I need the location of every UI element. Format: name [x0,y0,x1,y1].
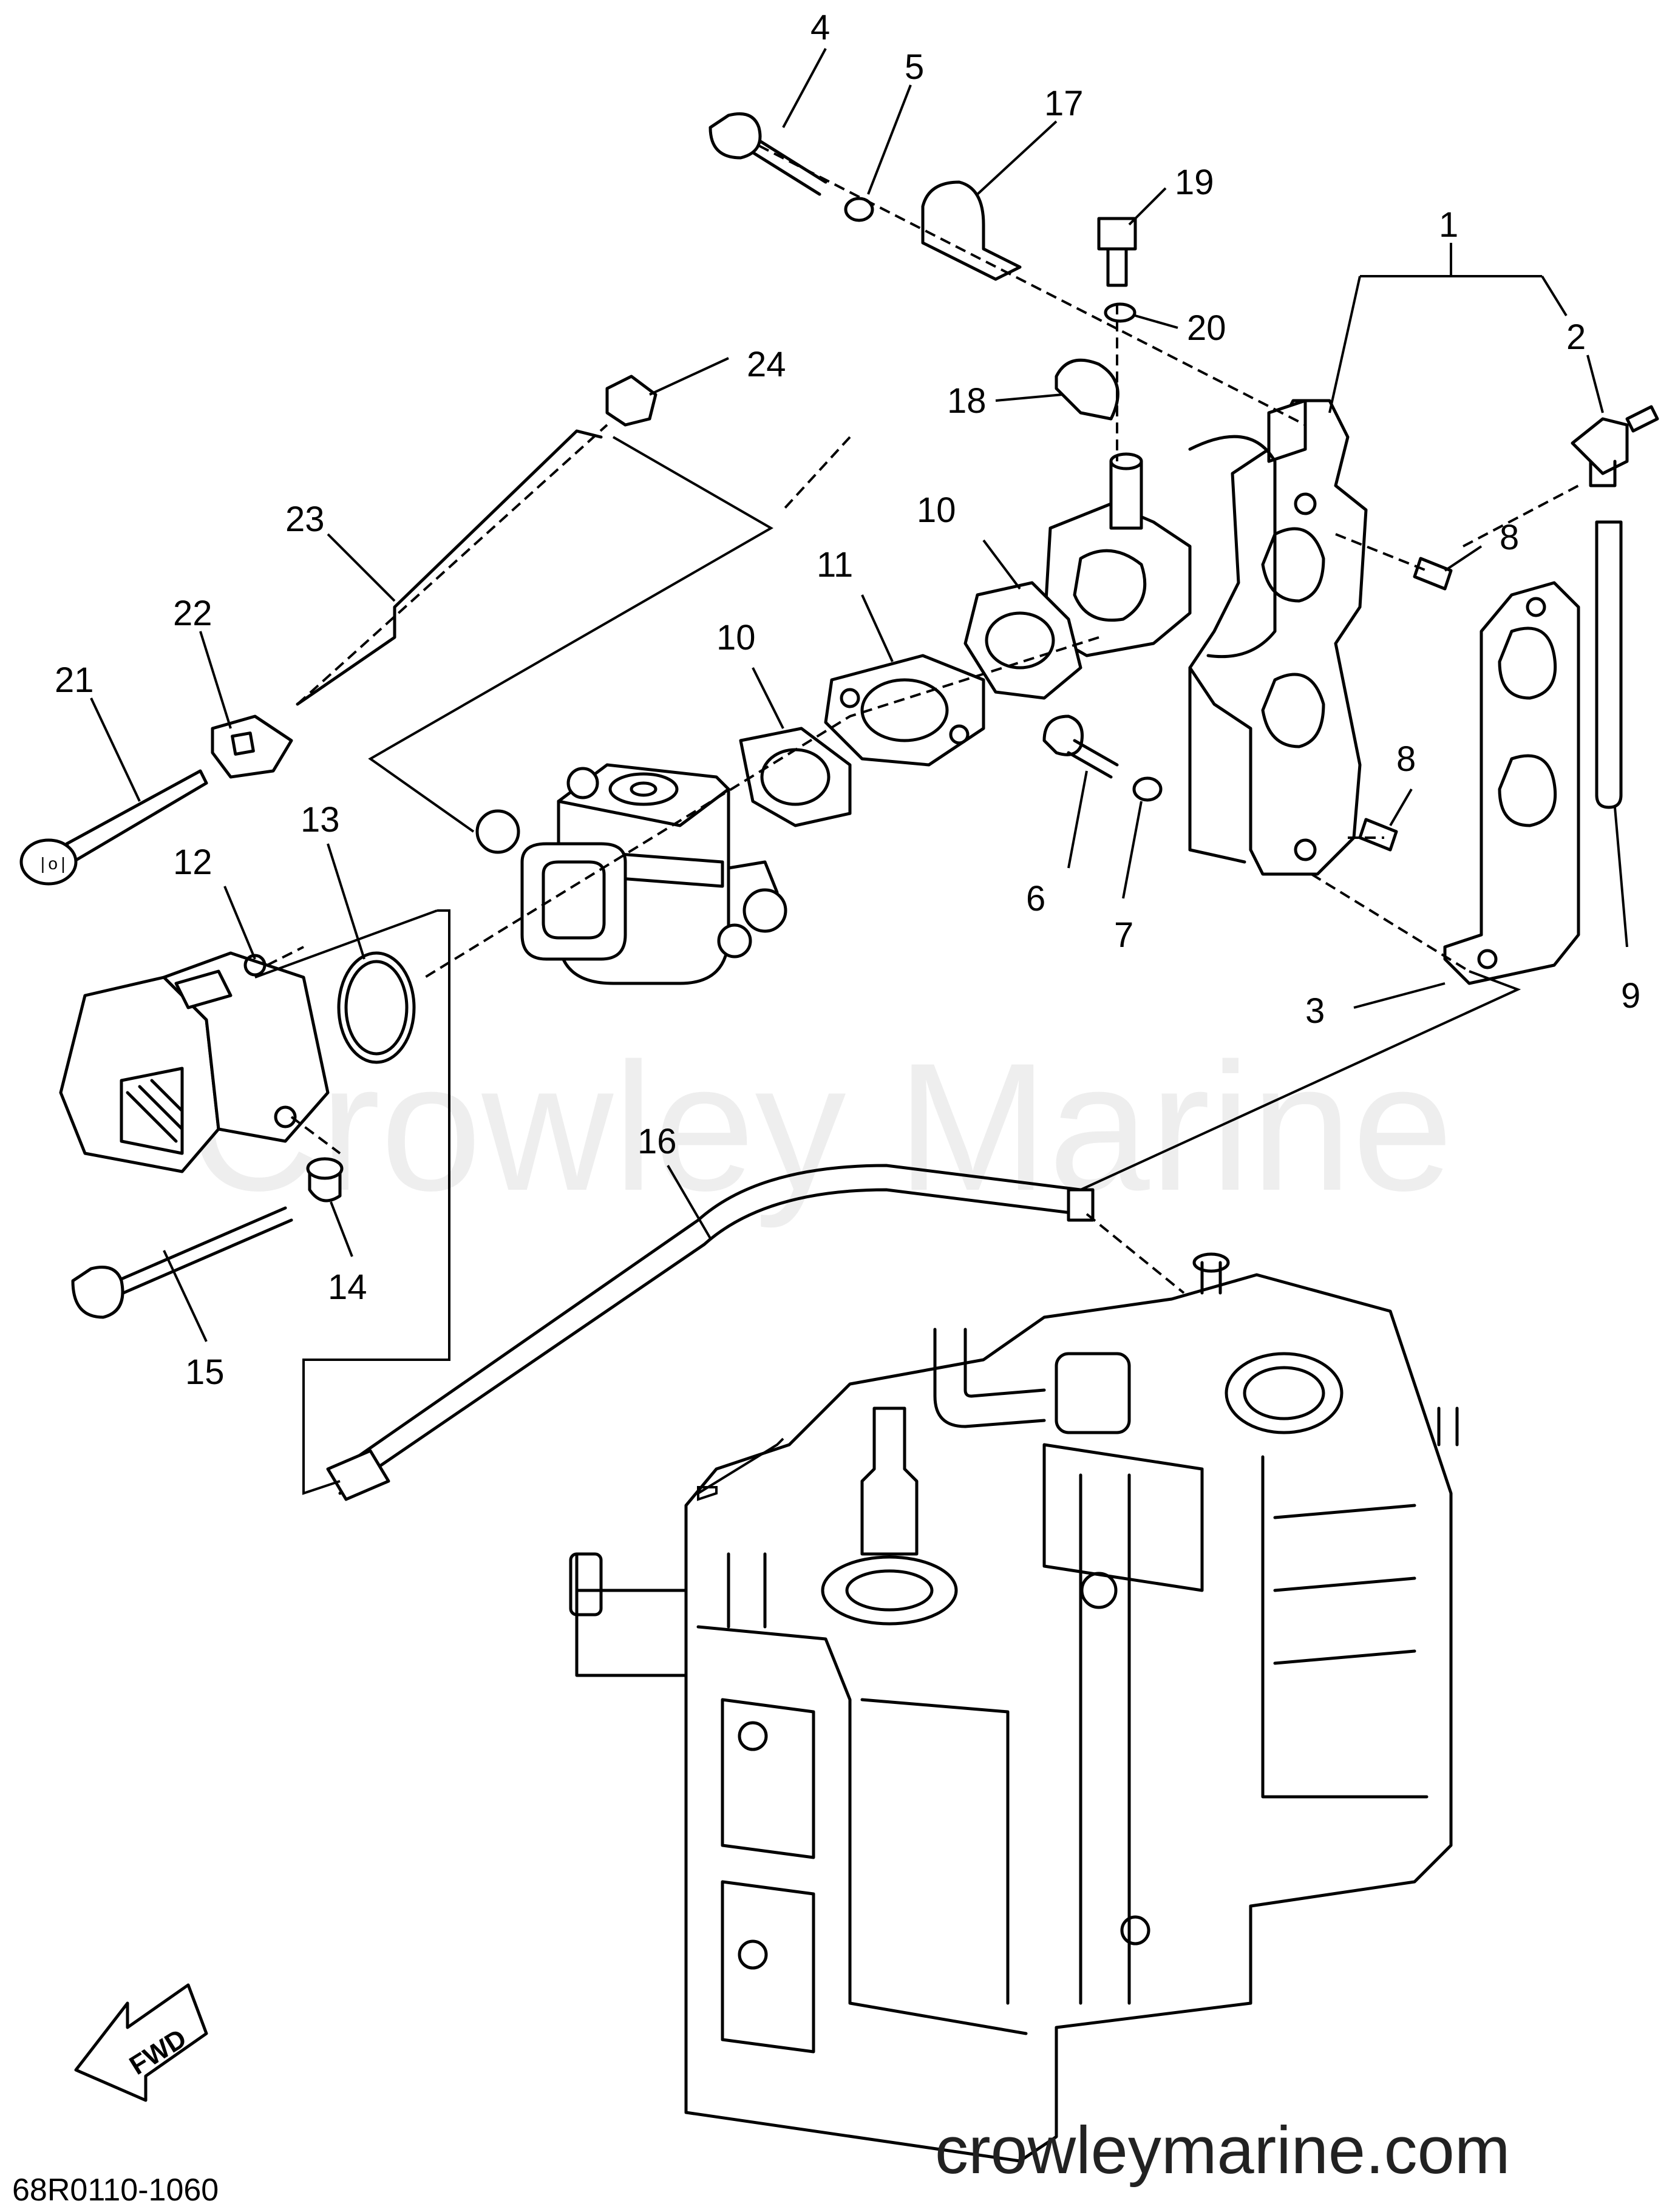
assembly-frame-silencer [302,909,450,1495]
callout-14: 14 [328,1267,367,1307]
washer-20 [1104,302,1136,323]
choke-rod-23 [296,429,603,706]
callout-labels: 1 2 3 4 5 6 7 8 8 9 10 10 11 12 13 14 15… [55,8,1640,1392]
dowel-pin-8-upper [1413,557,1453,591]
watermark-text: Crowley Marine [188,1025,1453,1230]
callout-23: 23 [285,500,325,539]
screw-19 [1097,217,1137,287]
callout-17: 17 [1044,84,1084,123]
o-ring-13 [337,951,416,1064]
intake-manifold [1042,399,1368,876]
callout-8-upper: 8 [1500,518,1519,557]
callout-10-upper: 10 [917,490,956,530]
gasket-10-upper [963,581,1082,700]
assembly-lines [267,144,1579,1294]
callout-1: 1 [1439,205,1458,245]
callout-leaders [90,48,1628,1342]
hose-16 [326,1164,1095,1501]
assembly-frame-rod [368,436,774,833]
callout-15: 15 [185,1352,225,1392]
fwd-arrow-icon: FWD [74,1983,208,2102]
clip-24 [605,375,657,427]
spacer-11 [824,654,985,767]
callout-20: 20 [1187,308,1226,348]
knob-22 [211,714,293,779]
carburetor [475,763,787,985]
callout-3: 3 [1305,991,1325,1031]
joint-2 [1571,405,1659,487]
assembly-frame-silencer-b [254,909,438,979]
website-text: crowleymarine.com [935,2113,1510,2188]
callout-7: 7 [1114,915,1133,955]
callout-12: 12 [173,843,212,882]
gasket-3 [1443,581,1580,985]
washer-7 [1132,776,1163,802]
callout-8-lower: 8 [1396,739,1416,779]
callout-13: 13 [301,800,340,840]
callout-24: 24 [747,345,786,384]
callout-2: 2 [1566,317,1586,357]
washer-5 [844,197,874,222]
callout-16: 16 [637,1122,677,1161]
collar-14 [306,1157,344,1203]
callout-19: 19 [1175,163,1214,202]
choke-shaft-21: |o| [19,769,208,886]
callout-6: 6 [1026,879,1045,918]
callout-10-lower: 10 [716,618,756,657]
callout-18: 18 [947,381,987,421]
callout-9: 9 [1621,976,1640,1016]
gasket-10-lower [739,727,852,827]
callout-21: 21 [55,660,94,700]
bolt-6 [1042,714,1119,779]
assembly-frame-engine [697,1486,718,1501]
callout-5: 5 [905,47,924,87]
dowel-pin-8-lower [1358,818,1398,852]
clamp-18 [1055,358,1119,421]
diagram-code: 68R0110-1060 [12,2173,219,2208]
assembly-frame-manifold [1080,970,1521,1191]
clamp-17 [921,180,1022,281]
callout-4: 4 [810,8,830,47]
assembly-frame-engine-b [697,1437,784,1494]
callout-22: 22 [173,594,212,633]
bolt-15 [71,1206,293,1319]
o-ring-13-inner [344,960,409,1056]
hose-9 [1595,520,1623,809]
intake-silencer-12 [59,951,330,1173]
bolt-4 [708,112,827,196]
svg-text:|o|: |o| [38,856,68,875]
callout-11: 11 [817,545,853,585]
engine-block [569,1252,1459,2163]
